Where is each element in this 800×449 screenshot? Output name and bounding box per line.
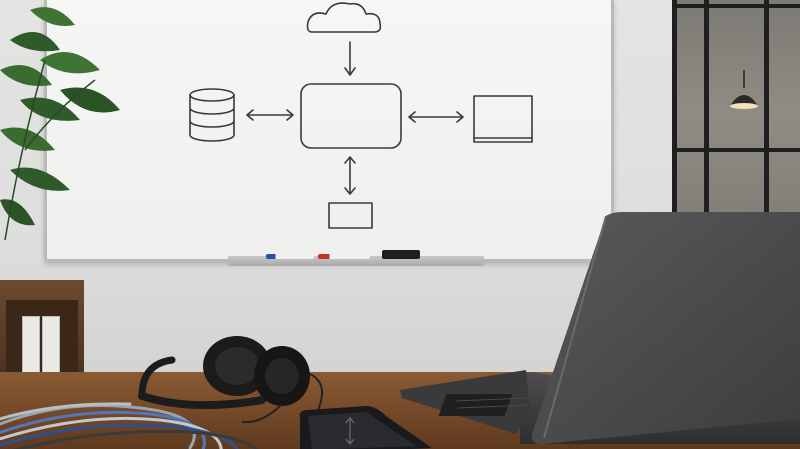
binder xyxy=(42,316,60,374)
laptop-icon xyxy=(520,212,800,444)
cloud-icon xyxy=(306,2,382,33)
window-frame xyxy=(764,0,769,380)
headphones-icon xyxy=(138,336,324,424)
server-box xyxy=(300,83,402,149)
marker-red xyxy=(318,254,370,259)
client-box xyxy=(328,202,373,229)
plant-icon xyxy=(0,7,120,240)
window-frame xyxy=(704,0,709,380)
window-frame xyxy=(672,0,677,380)
network-cables xyxy=(0,402,258,449)
whiteboard-diagram xyxy=(189,2,533,229)
monitor-icon xyxy=(473,95,533,143)
window-frame xyxy=(672,4,800,8)
marker-blue xyxy=(266,254,314,259)
pendant-lamp-icon xyxy=(730,70,758,109)
marker-tray xyxy=(228,256,484,266)
laptop-keyboard xyxy=(400,370,530,434)
whiteboard-eraser xyxy=(382,250,420,259)
window-frame xyxy=(672,148,800,152)
smartphone-icon xyxy=(299,406,432,449)
database-icon xyxy=(189,88,235,142)
binder xyxy=(22,316,40,374)
arrowhead xyxy=(344,67,356,76)
